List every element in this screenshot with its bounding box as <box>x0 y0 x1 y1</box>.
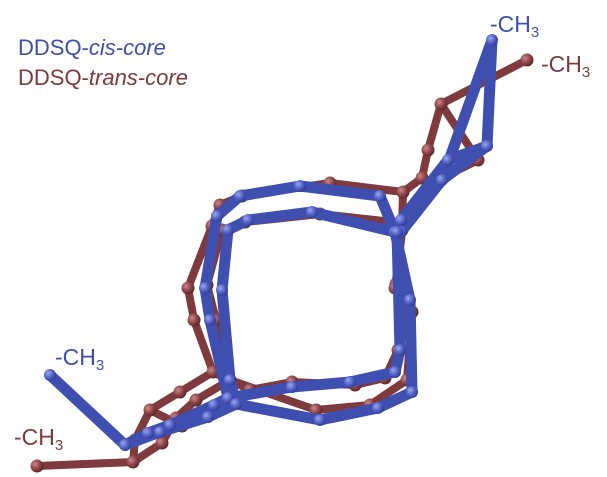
cis-core-atom <box>154 426 166 438</box>
cis-core-atom <box>314 414 326 426</box>
cis-core-framework <box>44 34 498 451</box>
cis-core-atom <box>224 374 236 386</box>
cis-core-atom <box>481 140 493 152</box>
trans-core-atom <box>143 403 157 417</box>
legend-cis-prefix: DDSQ- <box>18 35 89 60</box>
cis-core-atom <box>394 344 406 356</box>
trans-core-atom <box>155 436 169 450</box>
methyl-subscript: 3 <box>54 437 64 454</box>
cis-core-atom <box>486 34 498 46</box>
methyl-label-cis-top: -CH3 <box>490 11 539 40</box>
legend-trans-core: DDSQ-trans-core <box>18 66 188 90</box>
cis-core-atom <box>442 154 454 166</box>
trans-core-atom <box>187 313 201 327</box>
cis-core-atom <box>306 206 318 218</box>
methyl-text: -CH <box>490 11 531 37</box>
trans-core-atom <box>434 97 448 111</box>
trans-core-atom <box>421 143 435 157</box>
cis-core-atom <box>204 314 216 326</box>
cis-core-atom <box>391 226 403 238</box>
methyl-text: -CH <box>55 344 96 370</box>
cis-core-atom <box>436 174 448 186</box>
cis-core-atom <box>202 411 214 423</box>
cis-core-atom <box>199 282 211 294</box>
cis-core-atom <box>406 386 418 398</box>
trans-core-atom <box>189 393 203 407</box>
cis-core-atom <box>234 190 246 202</box>
methyl-label-trans-bottom: -CH3 <box>14 424 63 453</box>
trans-core-atom <box>396 185 410 199</box>
legend-cis-core: DDSQ-cis-core <box>18 36 166 60</box>
cis-core-atom <box>242 214 254 226</box>
trans-core-atom <box>30 459 44 473</box>
cis-core-atom <box>216 284 228 296</box>
cis-core-atom <box>372 402 384 414</box>
cis-core-atoms <box>44 34 498 451</box>
cis-core-atom <box>389 366 401 378</box>
cis-core-atom <box>164 419 176 431</box>
methyl-subscript: 3 <box>95 357 105 374</box>
legend-trans-prefix: DDSQ- <box>18 65 89 90</box>
methyl-subscript: 3 <box>581 64 591 81</box>
cis-bond-inner-ring <box>216 206 418 426</box>
trans-core-atom <box>126 455 140 469</box>
legend-trans-suffix: trans-core <box>88 65 188 90</box>
methyl-text: -CH <box>14 424 55 450</box>
cis-core-atom <box>208 399 220 411</box>
methyl-subscript: 3 <box>530 24 540 41</box>
trans-core-atom <box>173 385 187 399</box>
trans-core-bonds <box>33 56 531 470</box>
legend-cis-suffix: cis-core <box>88 35 166 60</box>
cis-bond-lower-arm-inner <box>119 398 242 451</box>
cis-core-atom <box>230 398 242 410</box>
cis-core-atom <box>222 224 234 236</box>
trans-core-atom <box>520 53 534 67</box>
methyl-label-cis-bottom: -CH3 <box>55 344 104 373</box>
cis-core-atom <box>344 376 356 388</box>
cis-core-atom <box>395 214 407 226</box>
cis-core-atom <box>142 427 154 439</box>
cis-core-atom <box>211 210 223 222</box>
cis-core-atom <box>374 190 386 202</box>
cis-core-atom <box>294 180 306 192</box>
cis-core-atom <box>286 381 298 393</box>
trans-core-atom <box>181 281 195 295</box>
methyl-label-trans-top: -CH3 <box>541 51 590 80</box>
cis-core-atom <box>404 294 416 306</box>
methyl-text: -CH <box>541 51 582 77</box>
cis-bond-upper-arm-cross <box>436 140 493 186</box>
cis-core-atom <box>44 369 56 381</box>
cis-core-atom <box>119 439 131 451</box>
